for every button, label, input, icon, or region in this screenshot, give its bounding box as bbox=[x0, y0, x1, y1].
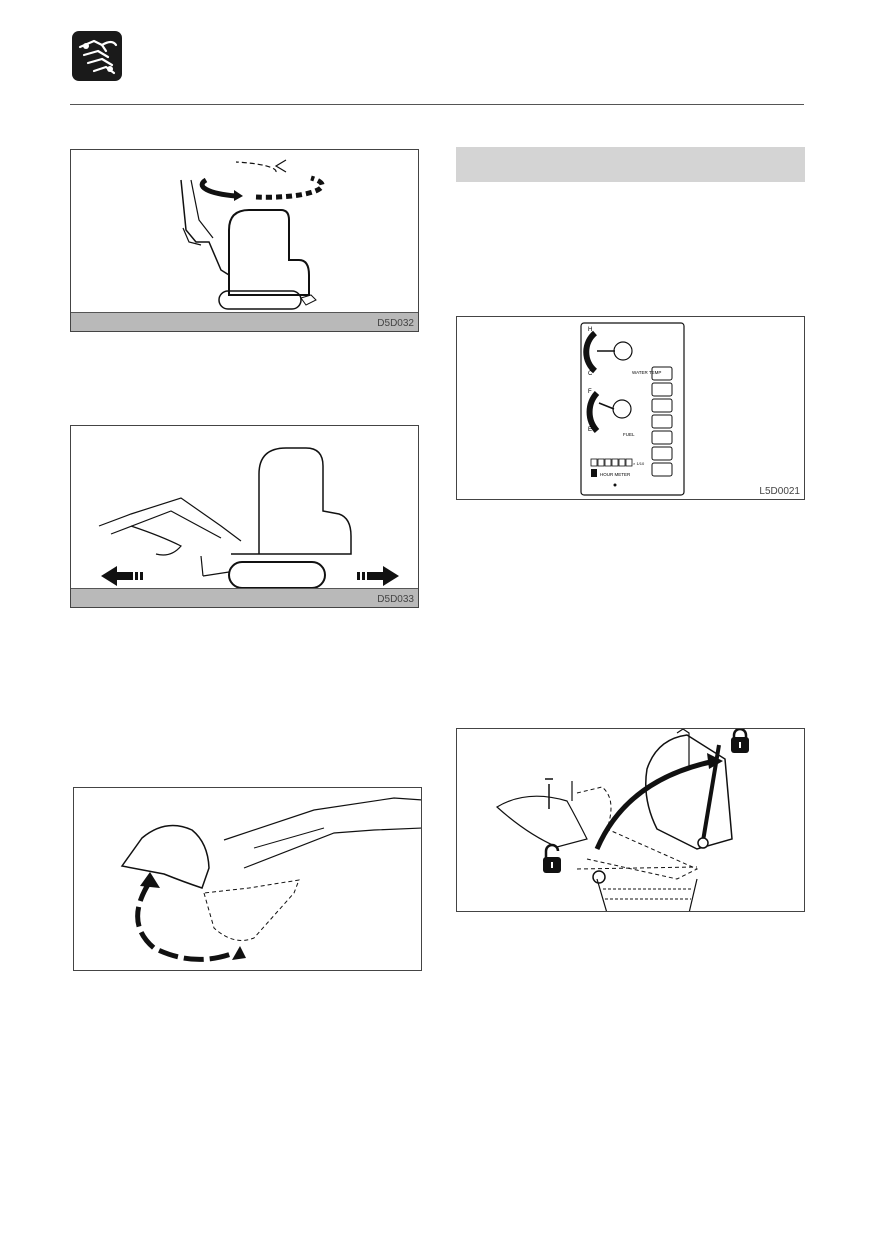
bucket-illustration bbox=[120, 797, 421, 962]
hour-meter-label: HOUR METER bbox=[600, 472, 631, 477]
figure-instrument-panel: H C F E WATER TEMP FUEL × 1/10 HOUR METE… bbox=[456, 316, 805, 500]
lock-open-icon bbox=[543, 843, 561, 873]
section-heading-band bbox=[456, 147, 805, 182]
instrument-panel-illustration: H C F E WATER TEMP FUEL × 1/10 HOUR METE… bbox=[580, 322, 685, 496]
gauge-f-label: F bbox=[588, 389, 592, 395]
ground-bar bbox=[71, 588, 418, 607]
gauge-h-label: H bbox=[588, 327, 592, 333]
figure-travel: D5D033 bbox=[70, 425, 419, 608]
maintenance-section-icon bbox=[72, 31, 122, 81]
figure-lever-lock bbox=[456, 728, 805, 912]
figure-swing: D5D032 bbox=[70, 149, 419, 332]
figure-bucket bbox=[73, 787, 422, 971]
figure-code: D5D033 bbox=[377, 594, 414, 605]
figure-code: D5D032 bbox=[377, 318, 414, 329]
gauge-c-label: C bbox=[588, 371, 593, 377]
water-temp-gauge-knob bbox=[613, 341, 633, 361]
hour-unit-label: × 1/10 bbox=[633, 461, 645, 466]
gauge-e-label: E bbox=[588, 427, 592, 433]
figure-code: L5D0021 bbox=[759, 486, 800, 497]
lever-lock-illustration bbox=[495, 729, 749, 911]
water-temp-label: WATER TEMP bbox=[632, 370, 661, 375]
travel-illustration bbox=[98, 447, 399, 589]
fuel-label: FUEL bbox=[623, 432, 635, 437]
swing-illustration bbox=[180, 159, 325, 310]
header-rule bbox=[70, 104, 804, 105]
hand-wrench-icon bbox=[72, 31, 122, 81]
lock-closed-icon bbox=[731, 729, 749, 753]
ground-bar bbox=[71, 312, 418, 331]
fuel-gauge-knob bbox=[612, 399, 632, 419]
